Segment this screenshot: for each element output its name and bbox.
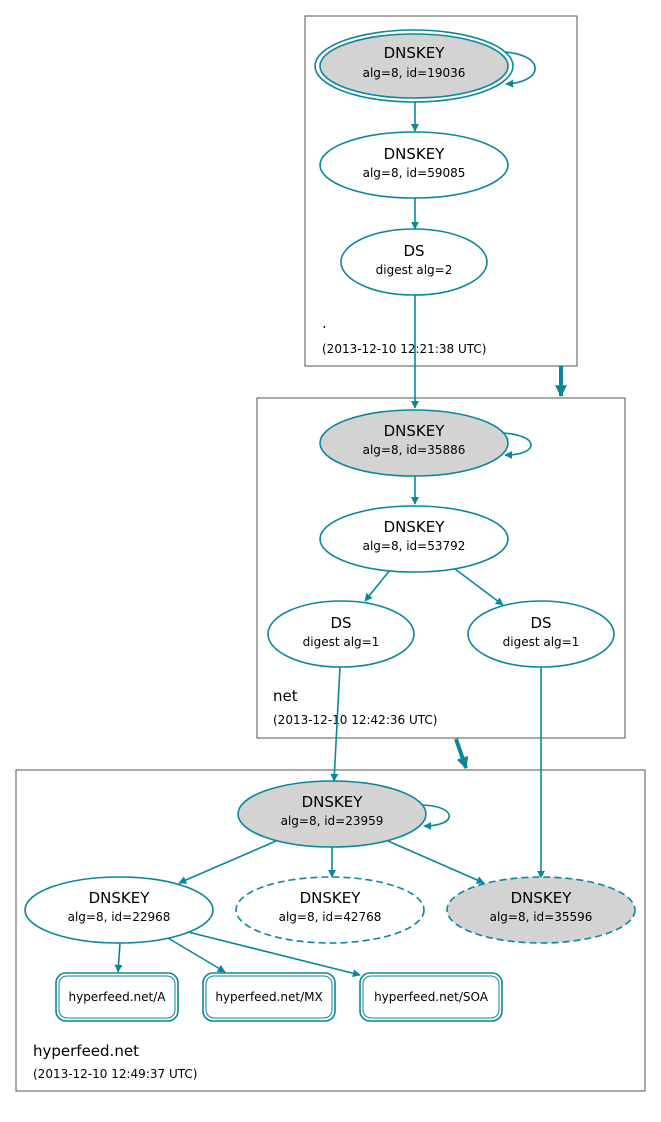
rrset-label: hyperfeed.net/MX <box>215 990 322 1004</box>
node-root-zsk: DNSKEY alg=8, id=59085 <box>319 131 509 199</box>
zone-name-hyperfeed: hyperfeed.net <box>33 1042 139 1060</box>
node-title: DNSKEY <box>384 145 446 163</box>
node-sub: alg=8, id=59085 <box>363 166 466 180</box>
edge-hf-ksk-to-zsk <box>178 840 277 884</box>
node-net-zsk: DNSKEY alg=8, id=53792 <box>319 505 509 573</box>
zone-box-net <box>256 397 626 739</box>
node-sub: alg=8, id=19036 <box>363 66 466 80</box>
edge-net-ds1-to-hf-ksk <box>330 666 341 782</box>
node-root-ksk: DNSKEY alg=8, id=19036 <box>314 29 514 103</box>
zone-timestamp-net: (2013-12-10 12:42:36 UTC) <box>273 713 437 727</box>
zone-box-hyperfeed <box>15 769 646 1092</box>
edge-hf-ksk-to-35596 <box>387 840 485 884</box>
rrset-node-a: hyperfeed.net/A <box>55 972 179 1022</box>
edge-net-ksk-self <box>502 432 532 459</box>
node-net-ds-1: DS digest alg=1 <box>267 600 415 668</box>
node-net-ds-2: DS digest alg=1 <box>467 600 615 668</box>
node-sub: alg=8, id=53792 <box>363 539 466 553</box>
node-sub: digest alg=2 <box>376 263 453 277</box>
node-root-ds: DS digest alg=2 <box>340 228 488 296</box>
node-title: DNSKEY <box>300 889 362 907</box>
node-title: DNSKEY <box>511 889 573 907</box>
zone-name-net: net <box>273 687 298 705</box>
node-hf-key-42768: DNSKEY alg=8, id=42768 <box>235 876 425 944</box>
zone-timestamp-hyperfeed: (2013-12-10 12:49:37 UTC) <box>33 1067 197 1081</box>
node-hf-zsk: DNSKEY alg=8, id=22968 <box>24 876 214 944</box>
node-sub: alg=8, id=22968 <box>68 910 171 924</box>
node-sub: digest alg=1 <box>303 635 380 649</box>
zone-timestamp-root: (2013-12-10 12:21:38 UTC) <box>322 342 486 356</box>
zone-name-root: . <box>322 314 327 332</box>
rrset-node-mx: hyperfeed.net/MX <box>202 972 336 1022</box>
edge-hf-zsk-to-mx <box>167 937 226 973</box>
node-sub: alg=8, id=35596 <box>490 910 593 924</box>
node-title: DNSKEY <box>384 44 446 62</box>
node-sub: alg=8, id=42768 <box>279 910 382 924</box>
node-title: DNSKEY <box>384 518 446 536</box>
node-title: DNSKEY <box>384 422 446 440</box>
node-title: DS <box>403 242 424 260</box>
rrset-label: hyperfeed.net/SOA <box>374 990 489 1004</box>
node-title: DNSKEY <box>89 889 151 907</box>
delegation-arrow-net-to-hyperfeed <box>454 738 469 770</box>
node-sub: alg=8, id=23959 <box>281 814 384 828</box>
node-title: DS <box>530 614 551 632</box>
node-hf-key-35596: DNSKEY alg=8, id=35596 <box>446 876 636 944</box>
node-sub: alg=8, id=35886 <box>363 443 466 457</box>
edge-root-ksk-self <box>504 51 536 88</box>
zone-box-root <box>304 15 578 367</box>
node-title: DS <box>330 614 351 632</box>
node-title: DNSKEY <box>302 793 364 811</box>
node-net-ksk: DNSKEY alg=8, id=35886 <box>319 409 509 477</box>
edge-net-zsk-to-ds1 <box>364 569 391 602</box>
edge-hf-ksk-self <box>421 804 451 830</box>
node-sub: digest alg=1 <box>503 635 580 649</box>
edge-hf-zsk-to-a <box>114 942 123 973</box>
node-hf-ksk: DNSKEY alg=8, id=23959 <box>237 780 427 848</box>
rrset-node-soa: hyperfeed.net/SOA <box>359 972 503 1022</box>
edge-hf-zsk-to-soa <box>187 931 361 978</box>
edge-net-zsk-to-ds2 <box>454 568 504 606</box>
rrset-label: hyperfeed.net/A <box>68 990 166 1004</box>
